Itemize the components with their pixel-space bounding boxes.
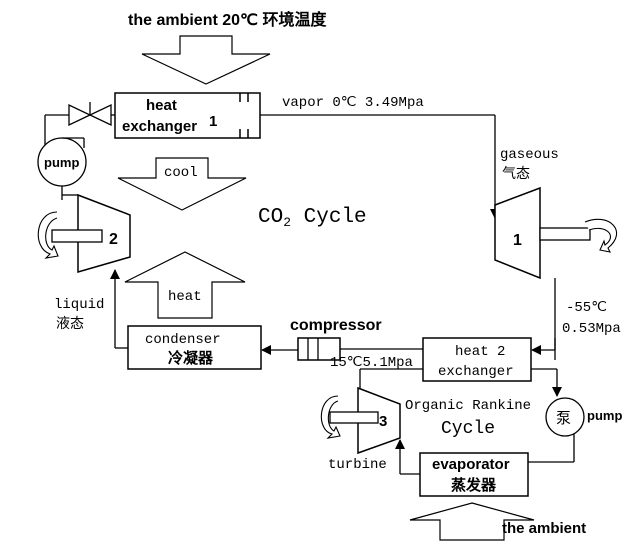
pump-co2-label: pump — [44, 155, 79, 170]
heat-exchanger-2-line1: heat 2 — [455, 344, 505, 360]
pump-orc-label: pump — [587, 408, 622, 423]
turbine-1-number: 1 — [513, 232, 522, 249]
cool-down-arrow — [117, 157, 247, 211]
evaporator-label-zh: 蒸发器 — [451, 476, 497, 494]
ambient-down-arrow — [141, 35, 271, 85]
evaporator-label-en: evaporator — [432, 456, 510, 473]
compressor: compressor — [290, 317, 382, 361]
heat-label: heat — [168, 289, 202, 305]
condenser-label-en: condenser — [145, 332, 221, 348]
turbine-2: 2 — [37, 193, 131, 273]
ambient-up-arrow — [409, 502, 535, 541]
liquid-label-zh: 液态 — [56, 315, 84, 331]
cool-label: cool — [164, 165, 198, 181]
vapor-label: vapor 0℃ 3.49Mpa — [282, 95, 424, 111]
pressure-15c-label: 15℃5.1Mpa — [330, 355, 413, 371]
turbine-3: 3 — [320, 386, 401, 455]
heat-exchanger-1-line1: heat — [146, 97, 177, 114]
co2-cycle-title: CO2 Cycle — [258, 206, 367, 230]
pump-co2: pump — [37, 137, 87, 187]
heat-exchanger-2: heat 2 exchanger — [422, 337, 532, 382]
condenser: condenser 冷凝器 — [127, 325, 262, 370]
pressure-053-label: 0.53Mpa — [562, 321, 621, 337]
heat-exchanger-1: heat exchanger 1 — [114, 92, 261, 139]
compressor-label: compressor — [290, 317, 382, 334]
pump-orc: 泵 pump — [545, 397, 622, 437]
pump-zh-label: 泵 — [556, 410, 571, 427]
heat-exchanger-1-line2: exchanger — [122, 118, 197, 135]
heat-exchanger-2-line2: exchanger — [438, 364, 514, 380]
bottom-ambient-label: the ambient — [502, 520, 586, 537]
gaseous-label-zh: 气态 — [502, 165, 530, 181]
orc-title-line2: Cycle — [441, 419, 495, 439]
gaseous-label-en: gaseous — [500, 147, 559, 163]
evaporator: evaporator 蒸发器 — [419, 452, 529, 497]
valve-icon — [68, 102, 112, 127]
temp-minus55-label: -55℃ — [566, 300, 607, 316]
heat-exchanger-1-number: 1 — [209, 113, 217, 130]
turbine-3-number: 3 — [379, 413, 387, 430]
heat-up-arrow — [124, 251, 246, 319]
liquid-label-en: liquid — [54, 297, 104, 313]
turbine-2-number: 2 — [109, 231, 118, 248]
condenser-label-zh: 冷凝器 — [168, 349, 214, 367]
orc-title-line1: Organic Rankine — [405, 398, 531, 414]
top-ambient-label: the ambient 20℃ 环境温度 — [128, 10, 327, 29]
turbine-1: 1 — [494, 186, 618, 280]
turbine-label: turbine — [328, 457, 387, 473]
